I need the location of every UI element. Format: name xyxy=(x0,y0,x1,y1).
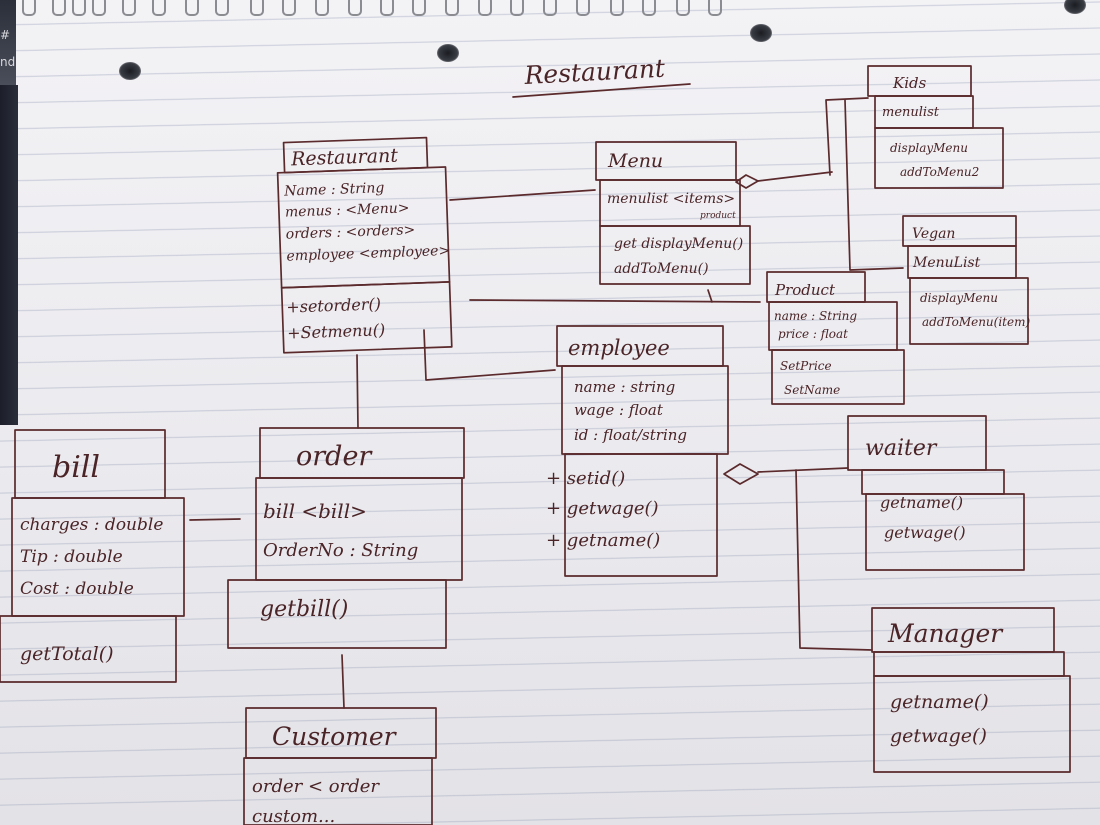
menu-title: Menu xyxy=(607,150,663,172)
restaurant-employee-link xyxy=(423,329,556,381)
customer-attr: custom... xyxy=(252,806,335,825)
restaurant-attr: Name : String xyxy=(283,180,385,200)
employee-method: + getwage() xyxy=(546,498,659,519)
connectors xyxy=(189,97,904,709)
employee-title: employee xyxy=(568,336,670,360)
bill-attr: Cost : double xyxy=(20,579,134,599)
class-customer: Customer order < order custom... xyxy=(243,707,437,825)
product-attr: price : float xyxy=(778,327,848,341)
restaurant-method: +Setmenu() xyxy=(287,320,386,342)
order-title: order xyxy=(296,441,373,472)
customer-attr: order < order xyxy=(252,776,380,797)
bill-method: getTotal() xyxy=(20,643,114,665)
class-order: order bill <bill> OrderNo : String getbi… xyxy=(227,427,465,649)
restaurant-attr: menus : <Menu> xyxy=(285,200,410,220)
kids-vertical-link xyxy=(825,97,869,176)
kids-title: Kids xyxy=(892,74,927,92)
waiter-employee-link xyxy=(757,467,849,473)
kids-attr: menulist xyxy=(882,105,940,120)
class-vegan: Vegan MenuList displayMenu addToMenu(ite… xyxy=(902,215,1030,345)
order-bill-link xyxy=(189,518,241,521)
menu-method: get displayMenu() xyxy=(614,236,743,252)
manager-method: getname() xyxy=(890,691,989,713)
heading-underline xyxy=(512,83,691,98)
order-method: getbill() xyxy=(260,597,348,622)
vegan-method: displayMenu xyxy=(920,291,998,305)
employee-attr: wage : float xyxy=(574,401,664,419)
restaurant-order-link xyxy=(356,354,359,429)
vegan-title: Vegan xyxy=(912,226,955,242)
order-attr: OrderNo : String xyxy=(263,540,418,561)
desk-edge-top xyxy=(0,0,16,85)
employee-inheritance-diamond xyxy=(723,463,759,485)
product-title: Product xyxy=(774,281,836,299)
menu-attr: menulist <items> xyxy=(607,191,735,207)
employee-attr: id : float/string xyxy=(574,426,687,444)
vegan-method: addToMenu(item) xyxy=(922,315,1030,329)
class-kids: Kids menulist displayMenu addToMenu2 xyxy=(867,65,1004,189)
bill-attr: charges : double xyxy=(20,515,163,535)
restaurant-attr: employee <employee> xyxy=(286,243,450,265)
vegan-attr: MenuList xyxy=(912,255,981,271)
waiter-method: getname() xyxy=(880,493,963,512)
connector-tick xyxy=(707,289,713,303)
restaurant-attr: orders : <orders> xyxy=(285,222,415,243)
class-menu: Menu menulist <items> product get displa… xyxy=(595,141,751,285)
kids-method: displayMenu xyxy=(890,141,968,155)
order-customer-link xyxy=(341,654,345,709)
edge-text-2: nd xyxy=(0,55,16,69)
diagram-heading: Restaurant xyxy=(523,54,667,90)
bill-title: bill xyxy=(52,450,100,485)
kids-method: addToMenu2 xyxy=(900,165,979,179)
class-manager: Manager getname() getwage() xyxy=(871,607,1071,773)
bill-attr: Tip : double xyxy=(20,547,123,567)
desk-edge xyxy=(0,85,18,425)
customer-title: Customer xyxy=(272,722,398,751)
menu-attr-note: product xyxy=(700,211,736,221)
edge-text-1: # xyxy=(0,28,11,42)
employee-method: + getname() xyxy=(546,530,660,551)
class-employee: employee name : string wage : float id :… xyxy=(546,325,729,577)
manager-title: Manager xyxy=(887,619,1004,648)
class-product: Product name : String price : float SetP… xyxy=(766,271,905,405)
waiter-method: getwage() xyxy=(884,523,966,542)
manager-method: getwage() xyxy=(890,725,987,747)
product-attr: name : String xyxy=(774,309,857,323)
manager-employee-link xyxy=(795,469,873,651)
employee-attr: name : string xyxy=(574,378,675,396)
punch-hole xyxy=(119,62,141,80)
menu-kids-link xyxy=(757,171,833,182)
restaurant-product-link xyxy=(469,299,761,303)
waiter-title: waiter xyxy=(865,436,938,461)
employee-method: + setid() xyxy=(546,468,625,489)
punch-hole xyxy=(750,24,772,42)
punch-hole xyxy=(437,44,459,62)
class-restaurant: Restaurant Name : String menus : <Menu> … xyxy=(276,136,453,354)
punch-hole xyxy=(1064,0,1086,14)
class-waiter: waiter getname() getwage() xyxy=(847,415,1025,571)
product-method: SetName xyxy=(784,383,840,397)
restaurant-method: +setorder() xyxy=(286,294,381,316)
product-method: SetPrice xyxy=(780,359,832,373)
restaurant-menu-link xyxy=(449,189,596,201)
menu-method: addToMenu() xyxy=(614,261,709,277)
restaurant-title: Restaurant xyxy=(290,145,399,171)
class-bill: bill charges : double Tip : double Cost … xyxy=(0,429,185,683)
vegan-link xyxy=(844,99,904,271)
order-attr: bill <bill> xyxy=(263,499,367,523)
